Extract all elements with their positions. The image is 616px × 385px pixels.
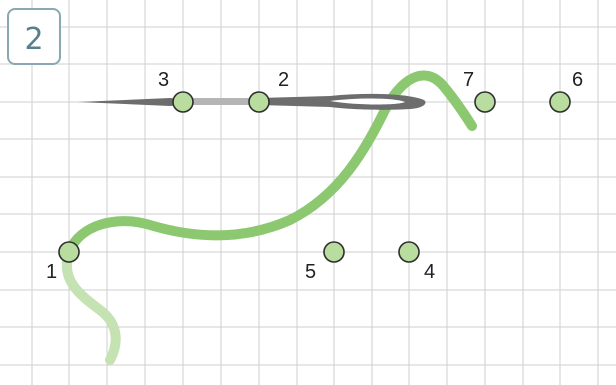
point-labels: 1 2 3 4 5 6 7 xyxy=(46,69,583,283)
point-1 xyxy=(58,241,80,263)
step-number: 2 xyxy=(24,22,43,57)
thread-tail xyxy=(61,247,121,365)
point-6 xyxy=(549,91,571,113)
point-5 xyxy=(323,241,345,263)
point-label-4: 4 xyxy=(424,261,435,283)
thread xyxy=(64,70,477,257)
step-badge: 2 xyxy=(7,8,61,65)
point-label-3: 3 xyxy=(158,69,169,91)
point-7 xyxy=(474,91,496,113)
point-3 xyxy=(172,91,194,113)
point-label-6: 6 xyxy=(572,69,583,91)
needle-icon xyxy=(259,93,426,110)
needle-back xyxy=(78,98,259,106)
point-2 xyxy=(248,91,270,113)
point-label-2: 2 xyxy=(278,69,289,91)
stitch-points xyxy=(58,91,571,263)
point-label-7: 7 xyxy=(463,69,474,91)
point-label-1: 1 xyxy=(46,261,57,283)
point-4 xyxy=(398,241,420,263)
point-label-5: 5 xyxy=(305,261,316,283)
